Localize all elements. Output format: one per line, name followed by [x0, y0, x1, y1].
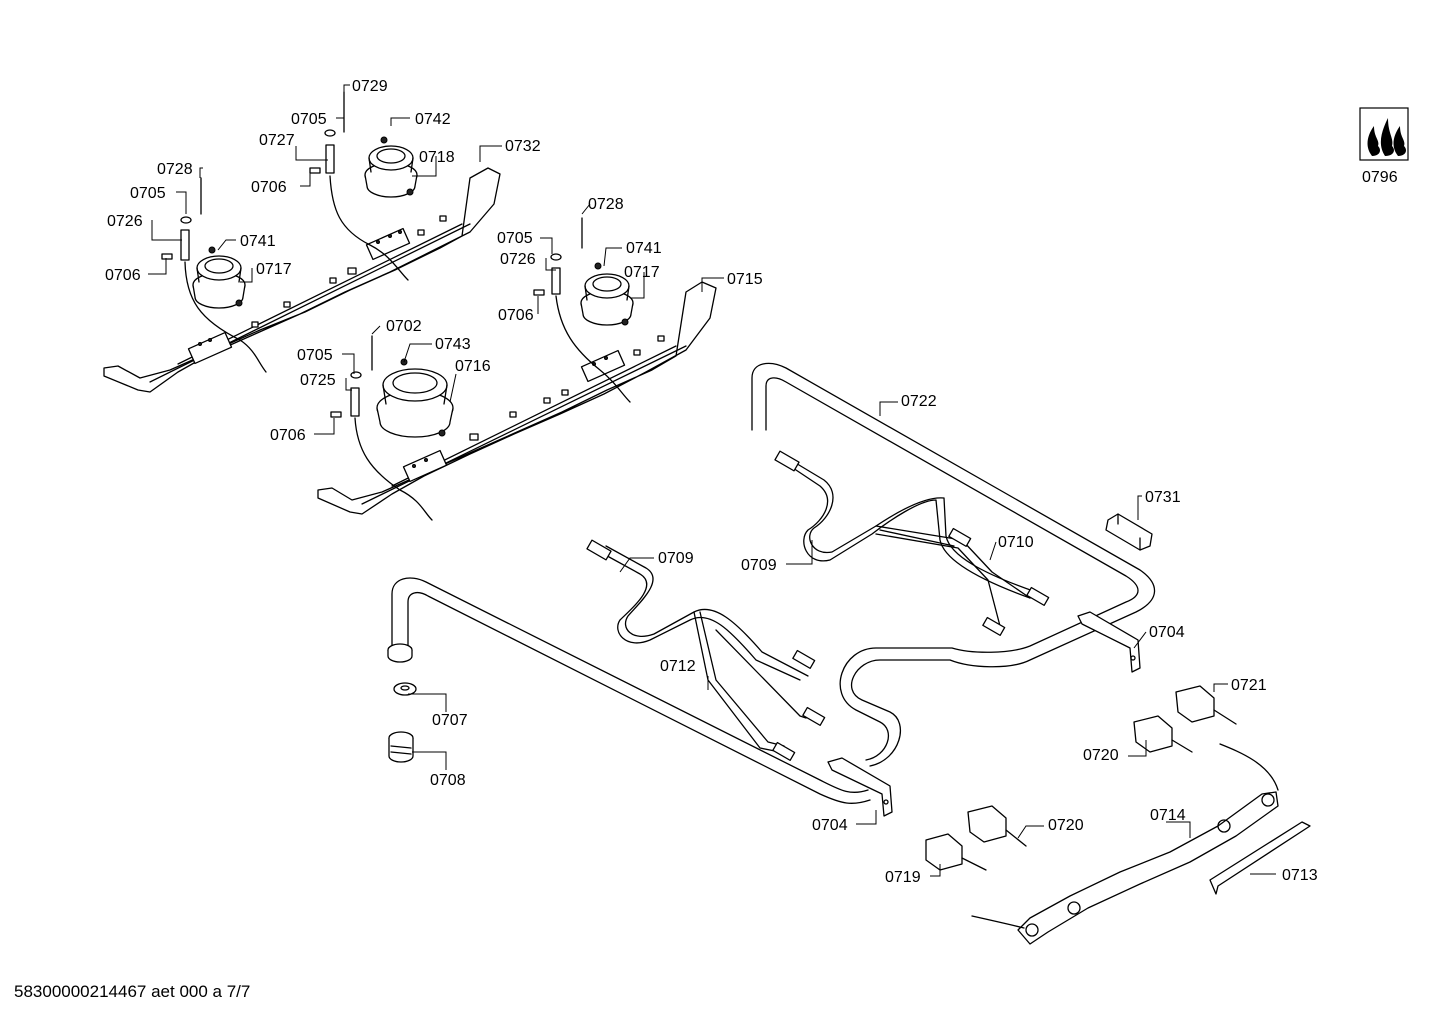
callout-0706: 0706 — [270, 427, 306, 444]
callout-labels: 0729 0705 0742 0727 0718 0732 0706 0728 … — [105, 78, 1398, 886]
callout-0741: 0741 — [626, 240, 662, 257]
callout-0706: 0706 — [498, 307, 534, 324]
callout-0720: 0720 — [1083, 747, 1119, 764]
callout-0716: 0716 — [455, 358, 491, 375]
electrode-set-upper-left — [161, 91, 409, 373]
callout-0729: 0729 — [352, 78, 388, 95]
callout-0720: 0720 — [1048, 817, 1084, 834]
gas-flame-logo-icon — [1359, 107, 1409, 161]
gas-tube-0722 — [751, 362, 1156, 767]
callout-0742: 0742 — [415, 111, 451, 128]
electrode-set-middle — [330, 217, 631, 521]
callout-0707: 0707 — [432, 712, 468, 729]
burner-cup-0741-b — [580, 262, 634, 326]
callout-0713: 0713 — [1282, 867, 1318, 884]
callout-0717: 0717 — [624, 264, 660, 281]
bracket-0731 — [1105, 513, 1153, 551]
bracket-0704-b — [827, 757, 893, 817]
callout-0712: 0712 — [660, 658, 696, 675]
callout-0726: 0726 — [500, 251, 536, 268]
callout-0714: 0714 — [1150, 807, 1186, 824]
callout-0727: 0727 — [259, 132, 295, 149]
callout-0731: 0731 — [1145, 489, 1181, 506]
callout-0717: 0717 — [256, 261, 292, 278]
callout-0728: 0728 — [157, 161, 193, 178]
callout-0718: 0718 — [419, 149, 455, 166]
gas-taps — [925, 685, 1237, 871]
burner-cup-0741-a — [192, 246, 246, 309]
callout-0722: 0722 — [901, 393, 937, 410]
leader-lines — [148, 84, 1276, 877]
callout-0705: 0705 — [497, 230, 533, 247]
callout-0741: 0741 — [240, 233, 276, 250]
plug-0708 — [388, 731, 414, 763]
injector-tubes — [586, 450, 1050, 761]
washer-0707 — [393, 682, 417, 696]
callout-0706: 0706 — [105, 267, 141, 284]
callout-0705: 0705 — [130, 185, 166, 202]
callout-0732: 0732 — [505, 138, 541, 155]
callout-0715: 0715 — [727, 271, 763, 288]
callout-0710: 0710 — [998, 534, 1034, 551]
callout-0705: 0705 — [297, 347, 333, 364]
strip-0713 — [1209, 821, 1311, 895]
callout-0706: 0706 — [251, 179, 287, 196]
callout-0796: 0796 — [1362, 169, 1398, 186]
burner-cup-0743 — [376, 358, 454, 438]
ignition-rail-0714 — [971, 743, 1279, 945]
callout-0743: 0743 — [435, 336, 471, 353]
burner-cup-0742 — [364, 136, 418, 198]
callout-0705: 0705 — [291, 111, 327, 128]
callout-0725: 0725 — [300, 372, 336, 389]
callout-0704: 0704 — [1149, 624, 1185, 641]
callout-0719: 0719 — [885, 869, 921, 886]
callout-0721: 0721 — [1231, 677, 1267, 694]
callout-0728: 0728 — [588, 196, 624, 213]
callout-0702: 0702 — [386, 318, 422, 335]
callout-0708: 0708 — [430, 772, 466, 789]
burner-rail-upper — [103, 167, 501, 393]
document-footer-code: 58300000214467 aet 000 a 7/7 — [14, 982, 251, 1001]
callout-0709: 0709 — [658, 550, 694, 567]
gas-tube-lower-left — [387, 577, 871, 805]
bracket-0704-a — [1077, 611, 1141, 673]
callout-0726: 0726 — [107, 213, 143, 230]
burner-rail-middle — [317, 281, 717, 515]
callout-0704: 0704 — [812, 817, 848, 834]
callout-0709: 0709 — [741, 557, 777, 574]
